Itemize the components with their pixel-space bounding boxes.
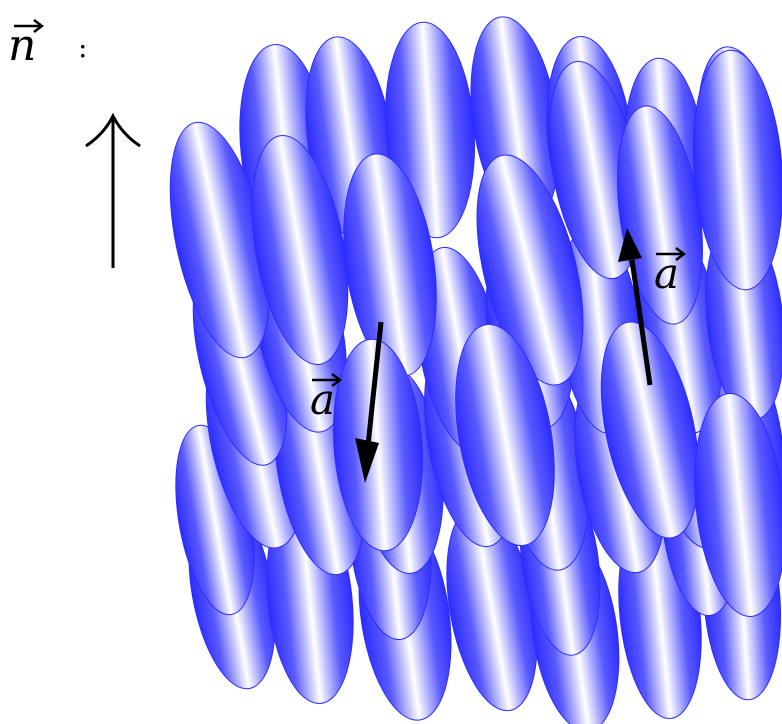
arrowhead-down-icon: [355, 438, 379, 483]
vector-overarrow-icon: [656, 247, 686, 261]
director-arrow-icon: [85, 112, 141, 268]
arrowhead-up-icon: [618, 228, 642, 262]
vector-overarrow-icon: [14, 19, 44, 33]
director-label: n :: [8, 19, 87, 71]
vector-a-down: a: [310, 321, 384, 483]
molecule-ellipse: [600, 321, 700, 539]
director-separator: :: [78, 31, 87, 64]
vector-overarrow-icon: [312, 373, 342, 387]
vector-a-down-symbol: a: [310, 375, 335, 424]
vector-a-up-symbol: a: [654, 249, 679, 298]
molecule-ellipse: [455, 323, 555, 547]
molecule-ellipse: [476, 154, 584, 386]
molecule-ellipse: [694, 393, 782, 617]
director-symbol: n: [8, 20, 36, 71]
molecule-layer: [169, 16, 782, 724]
vector-a-up: a: [618, 228, 686, 386]
